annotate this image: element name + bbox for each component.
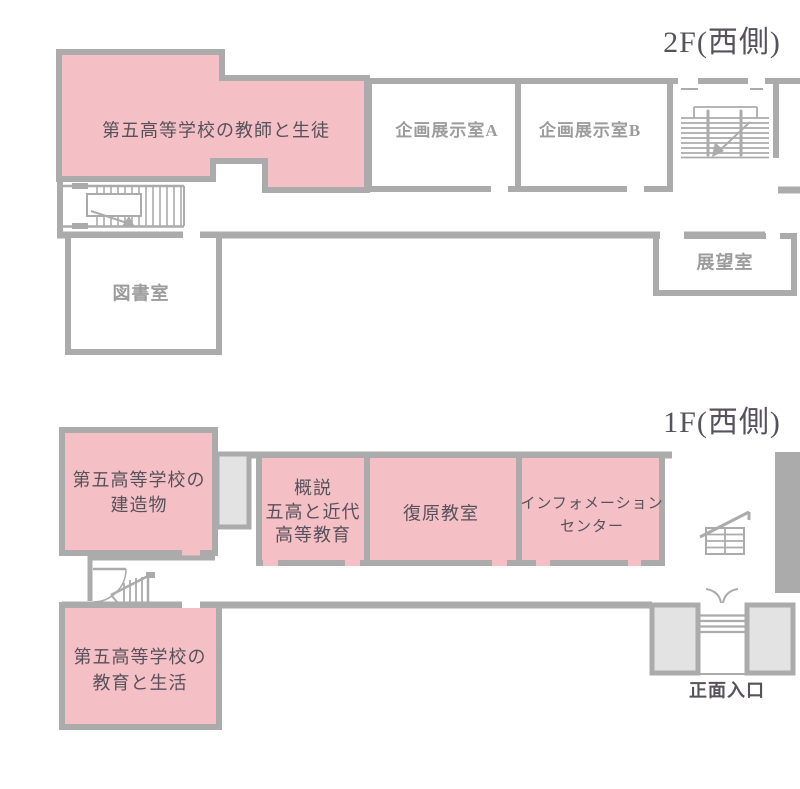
- label-room-library: 図書室: [112, 283, 170, 304]
- entrance-steps-icon: [700, 614, 745, 634]
- stairs-icon-1f-right: [699, 510, 751, 555]
- stairs-icon-2f-central: [681, 106, 769, 159]
- door-arc-icon-1f: [87, 555, 215, 603]
- label-room-observation: 展望室: [696, 252, 754, 273]
- door-opening-education: [182, 601, 200, 608]
- door-openings-stairwell: [678, 75, 765, 90]
- stairs-icon-1f-left: [110, 572, 155, 604]
- label-room-overview: 概説 五高と近代 高等教育: [265, 477, 361, 545]
- floor2-plan: [56, 49, 800, 355]
- entrance-right-block: [744, 602, 796, 676]
- label-room-restored-classroom: 復原教室: [403, 503, 479, 524]
- wall-right-block: [775, 452, 800, 593]
- entrance-door-swing-icon: [705, 588, 739, 604]
- room-library: [65, 232, 222, 355]
- entrance-left-block: [649, 602, 701, 676]
- label-room-special-exhibition-b: 企画展示室B: [538, 120, 642, 140]
- stairs-icon-2f-left: [57, 179, 185, 232]
- label-room-information-center: インフォメーション センター: [520, 496, 664, 535]
- room-restored-classroom: [364, 452, 522, 566]
- room-information-center: [516, 452, 665, 566]
- door-openings-1f-rooms: [263, 557, 641, 566]
- main-entrance: [649, 588, 796, 676]
- door-openings-corridor-2f: [183, 228, 780, 242]
- label-room-special-exhibition-a: 企画展示室A: [395, 120, 499, 140]
- floor1-title: 1F(西側): [663, 406, 781, 439]
- floor1-plan: [59, 427, 800, 730]
- door-opening-room-a: [491, 183, 508, 192]
- room-teachers-students: [56, 49, 370, 193]
- room-overview: [256, 452, 370, 566]
- label-room-buildings: 第五高等学校の 建造物: [72, 470, 206, 515]
- door-opening-room-b: [627, 183, 644, 192]
- room-observation: [653, 233, 797, 296]
- label-room-education-life: 第五高等学校の 教育と生活: [73, 647, 207, 693]
- room-buildings: [59, 427, 218, 556]
- floor2-title: 2F(西側): [663, 26, 781, 59]
- label-room-teachers-students: 第五高等学校の教師と生徒: [102, 120, 330, 141]
- room-education-life: [59, 602, 222, 730]
- label-main-entrance: 正面入口: [689, 680, 765, 701]
- connector-passage: [214, 451, 252, 530]
- door-opening-buildings: [182, 547, 200, 556]
- room-special-exhibition-b: [515, 78, 673, 192]
